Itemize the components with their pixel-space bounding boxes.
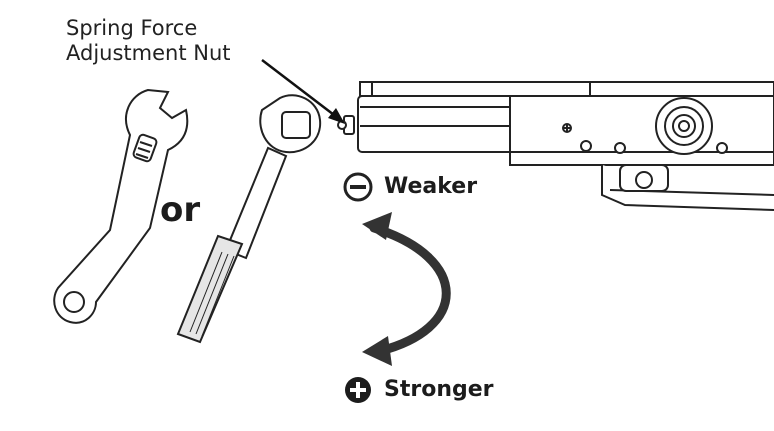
callout-line-1: Spring Force xyxy=(66,16,198,40)
weaker-label: Weaker xyxy=(344,172,477,200)
weaker-text: Weaker xyxy=(384,173,478,199)
callout-line-2: Adjustment Nut xyxy=(66,41,231,65)
door-closer-body xyxy=(337,81,774,211)
minus-circle-icon xyxy=(343,172,373,202)
plus-circle-icon xyxy=(345,377,371,403)
or-label: or xyxy=(160,190,201,230)
stronger-label: Stronger xyxy=(344,375,494,403)
callout-arrow xyxy=(261,59,345,124)
adjustable-wrench-icon xyxy=(53,88,189,324)
ratchet-wrench-icon xyxy=(176,94,322,344)
adjustment-nut-label: Spring Force Adjustment Nut xyxy=(66,16,231,66)
rotation-arrow xyxy=(362,212,451,366)
stronger-text: Stronger xyxy=(384,376,494,402)
